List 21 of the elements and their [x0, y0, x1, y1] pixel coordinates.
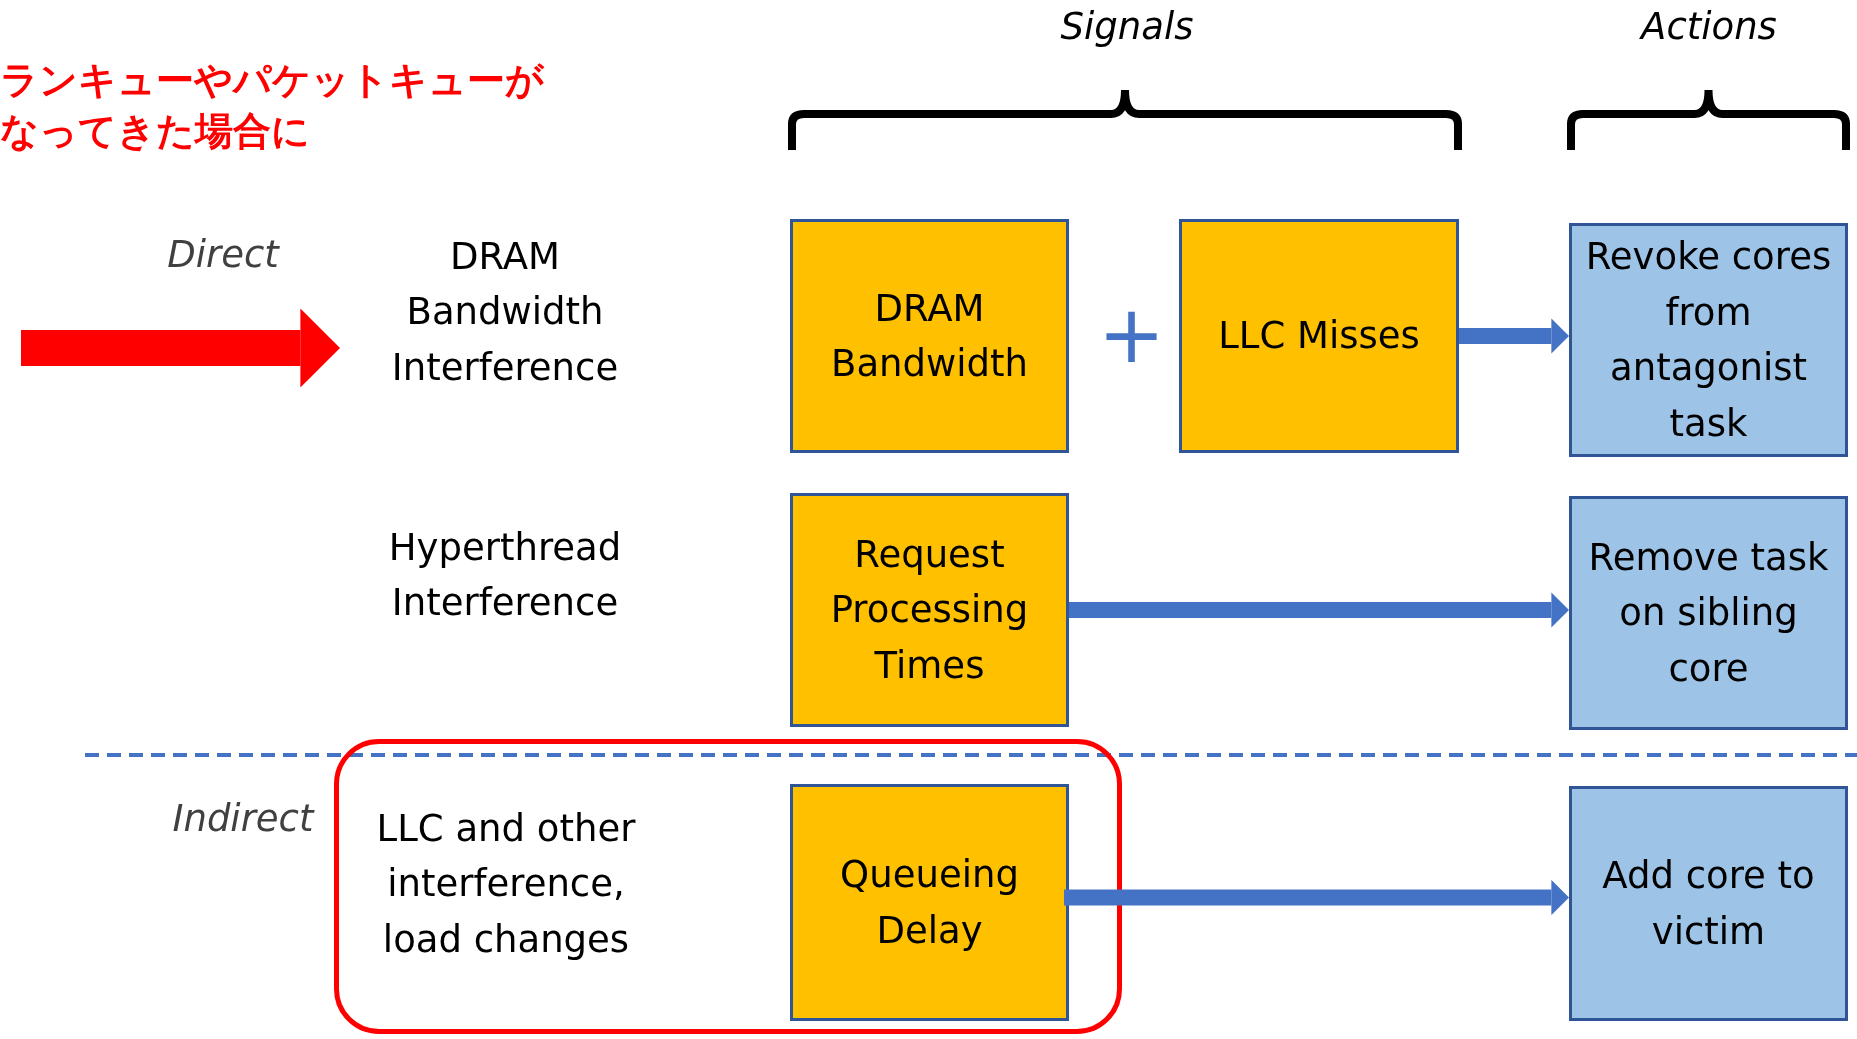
action-box: Revoke cores from antagonist task — [1569, 223, 1848, 457]
category-text: Hyperthread Interference — [387, 524, 623, 626]
signal-box: LLC Misses — [1179, 219, 1459, 453]
arrow — [1459, 318, 1569, 354]
action-box: Remove task on sibling core — [1569, 496, 1848, 730]
highlight-frame — [334, 739, 1122, 1034]
signal-box: Request Processing Times — [790, 493, 1069, 727]
signal-box: DRAM Bandwidth — [790, 219, 1069, 453]
action-box: Add core to victim — [1569, 786, 1848, 1021]
row-heading: Indirect — [171, 797, 316, 840]
column-heading: Signals — [1059, 5, 1195, 48]
category-text: DRAM Bandwidth Interference — [390, 233, 620, 391]
arrow — [1069, 592, 1569, 628]
column-heading: Actions — [1638, 5, 1778, 48]
plus-sign: + — [1098, 295, 1158, 375]
annotation-note: ランキューやパケットキューがなってきた場合に — [0, 57, 545, 156]
arrow — [1064, 879, 1569, 916]
row-heading: Direct — [166, 233, 281, 276]
category-text: LLC and other interference, load changes — [375, 805, 637, 963]
arrow — [21, 308, 340, 388]
signal-box: Queueing Delay — [790, 784, 1069, 1021]
